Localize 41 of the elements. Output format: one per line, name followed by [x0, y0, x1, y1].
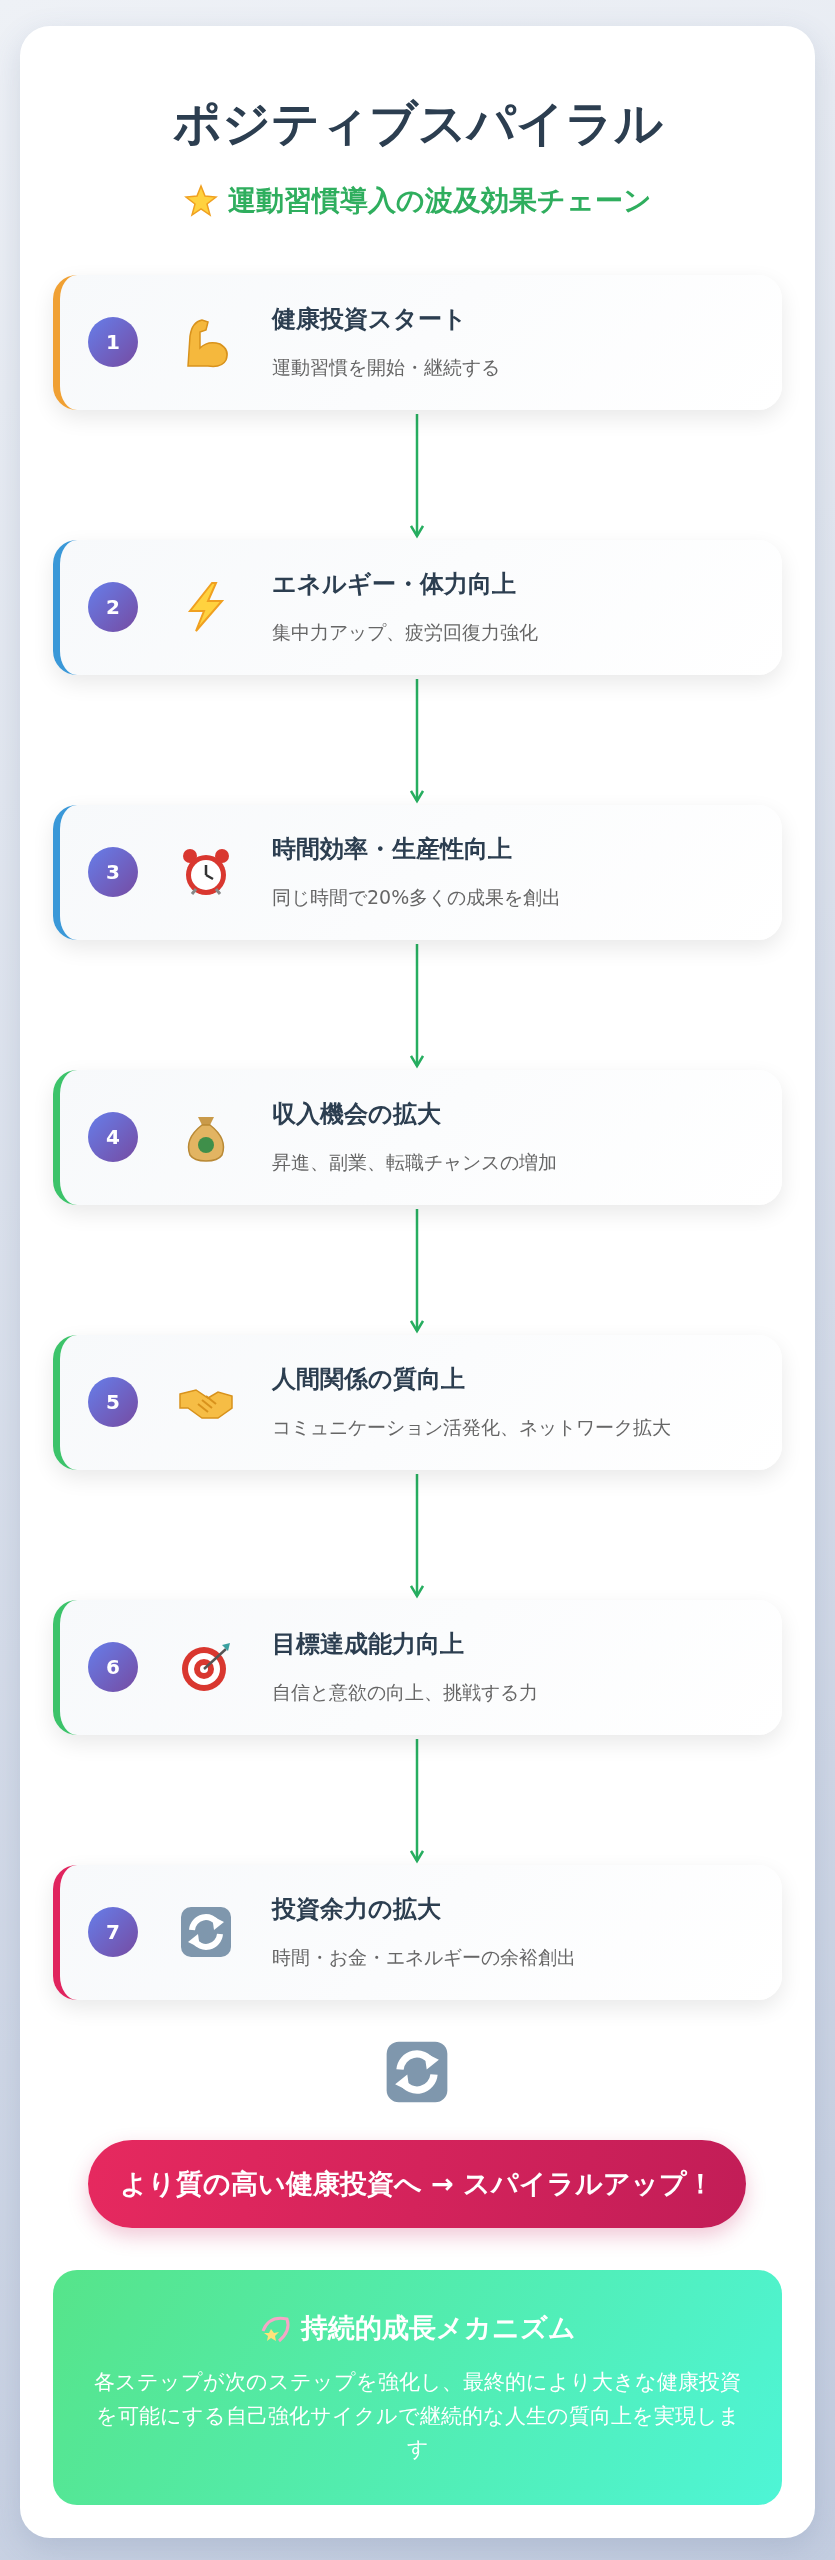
step-title: エネルギー・体力向上 [272, 569, 516, 600]
step-card [53, 805, 782, 940]
step-card [53, 1070, 782, 1205]
step-description: 自信と意欲の向上、挑戦する力 [272, 1680, 538, 1705]
step-description: 昇進、副業、転職チャンスの増加 [272, 1150, 557, 1175]
arrow [409, 1474, 425, 1598]
arrow [409, 414, 425, 538]
step-number-badge: 1 [88, 317, 138, 367]
step-card [53, 275, 782, 410]
step-title: 目標達成能力向上 [272, 1629, 464, 1660]
step-description: 時間・お金・エネルギーの余裕創出 [272, 1945, 576, 1970]
step-number-badge: 3 [88, 847, 138, 897]
step-description: 同じ時間で20%多くの成果を創出 [272, 885, 562, 910]
step-description: 集中力アップ、疲労回復力強化 [272, 620, 538, 645]
title: ポジティブスパイラル [171, 94, 664, 153]
step-number-badge: 4 [88, 1112, 138, 1162]
step-card [53, 1600, 782, 1735]
step-title: 時間効率・生産性向上 [272, 834, 512, 865]
step-card [53, 1865, 782, 2000]
step-number-badge: 2 [88, 582, 138, 632]
step-title: 収入機会の拡大 [272, 1099, 441, 1130]
step-card [53, 1335, 782, 1470]
step-number-badge: 7 [88, 1907, 138, 1957]
step-title: 人間関係の質向上 [272, 1364, 465, 1395]
step-number-badge: 5 [88, 1377, 138, 1427]
subtitle: 運動習慣導入の波及効果チェーン [227, 183, 652, 219]
spiral-up-banner [88, 2140, 746, 2228]
mechanism-title: 持続的成長メカニズム [301, 2311, 576, 2345]
step-description: コミュニケーション活発化、ネットワーク拡大 [272, 1415, 671, 1440]
arrow [409, 1739, 425, 1863]
step-title: 投資余力の拡大 [272, 1894, 441, 1925]
step-description: 運動習慣を開始・継続する [272, 355, 500, 380]
mechanism-panel [53, 2270, 782, 2505]
arrow [409, 1209, 425, 1333]
mechanism-description: 各ステップが次のステップを強化し、最終的により大きな健康投資を可能にする自己強化サイクルで継続的な人生の質向上を実現します [93, 2369, 742, 2464]
arrow [409, 944, 425, 1068]
step-card [53, 540, 782, 675]
banner-text: より質の高い健康投資へ → スパイラルアップ！ [119, 2167, 715, 2201]
arrow [409, 679, 425, 803]
step-number-badge: 6 [88, 1642, 138, 1692]
step-title: 健康投資スタート [272, 304, 467, 335]
